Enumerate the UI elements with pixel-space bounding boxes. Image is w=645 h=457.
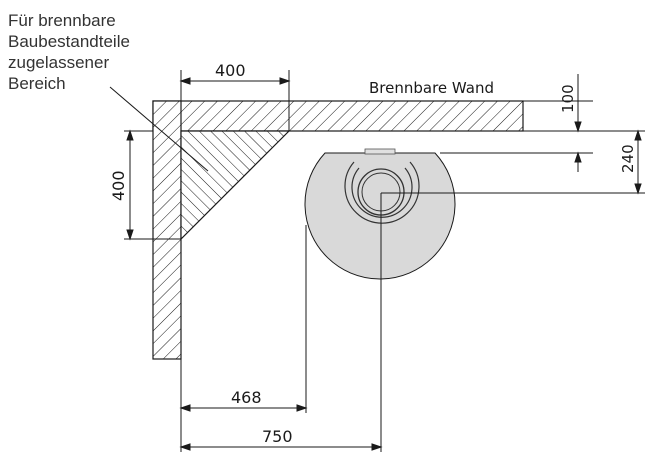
dim-label-240: 240 bbox=[619, 144, 637, 173]
arrowhead bbox=[179, 443, 191, 451]
dimension-lines bbox=[126, 74, 642, 451]
dim-label-top-400: 400 bbox=[215, 61, 246, 80]
note-line: Bereich bbox=[8, 74, 66, 93]
arrowhead bbox=[296, 404, 308, 412]
note-line: zugelassener bbox=[8, 53, 109, 72]
extension-lines bbox=[124, 70, 645, 452]
arrowhead bbox=[574, 121, 582, 133]
left-wall bbox=[152, 100, 182, 360]
dim-label-750: 750 bbox=[262, 427, 293, 446]
arrowhead bbox=[179, 404, 191, 412]
arrowhead bbox=[126, 129, 134, 141]
arrowhead bbox=[634, 129, 642, 141]
stove-body bbox=[304, 152, 456, 280]
permitted-area-note: Für brennbare Baubestandteile zugelassen… bbox=[8, 11, 130, 93]
dim-label-468: 468 bbox=[231, 388, 262, 407]
wall-label: Brennbare Wand bbox=[369, 79, 494, 97]
note-line: Baubestandteile bbox=[8, 32, 130, 51]
dim-label-100: 100 bbox=[559, 84, 577, 113]
dim-label-left-400: 400 bbox=[109, 170, 128, 201]
note-leader bbox=[109, 86, 209, 172]
arrowhead bbox=[634, 183, 642, 195]
arrowhead bbox=[279, 77, 291, 85]
arrowhead bbox=[179, 77, 191, 85]
note-line: Für brennbare bbox=[8, 11, 116, 30]
arrowhead bbox=[371, 443, 383, 451]
center-lines bbox=[380, 192, 645, 452]
arrowhead bbox=[574, 151, 582, 163]
top-wall bbox=[152, 100, 524, 132]
stove-back-plate bbox=[364, 148, 396, 155]
stove-flue-inner bbox=[351, 167, 413, 218]
stove bbox=[304, 148, 456, 280]
stove-flue-outer bbox=[344, 161, 420, 224]
permitted-zone bbox=[180, 130, 291, 241]
arrowhead bbox=[126, 229, 134, 241]
